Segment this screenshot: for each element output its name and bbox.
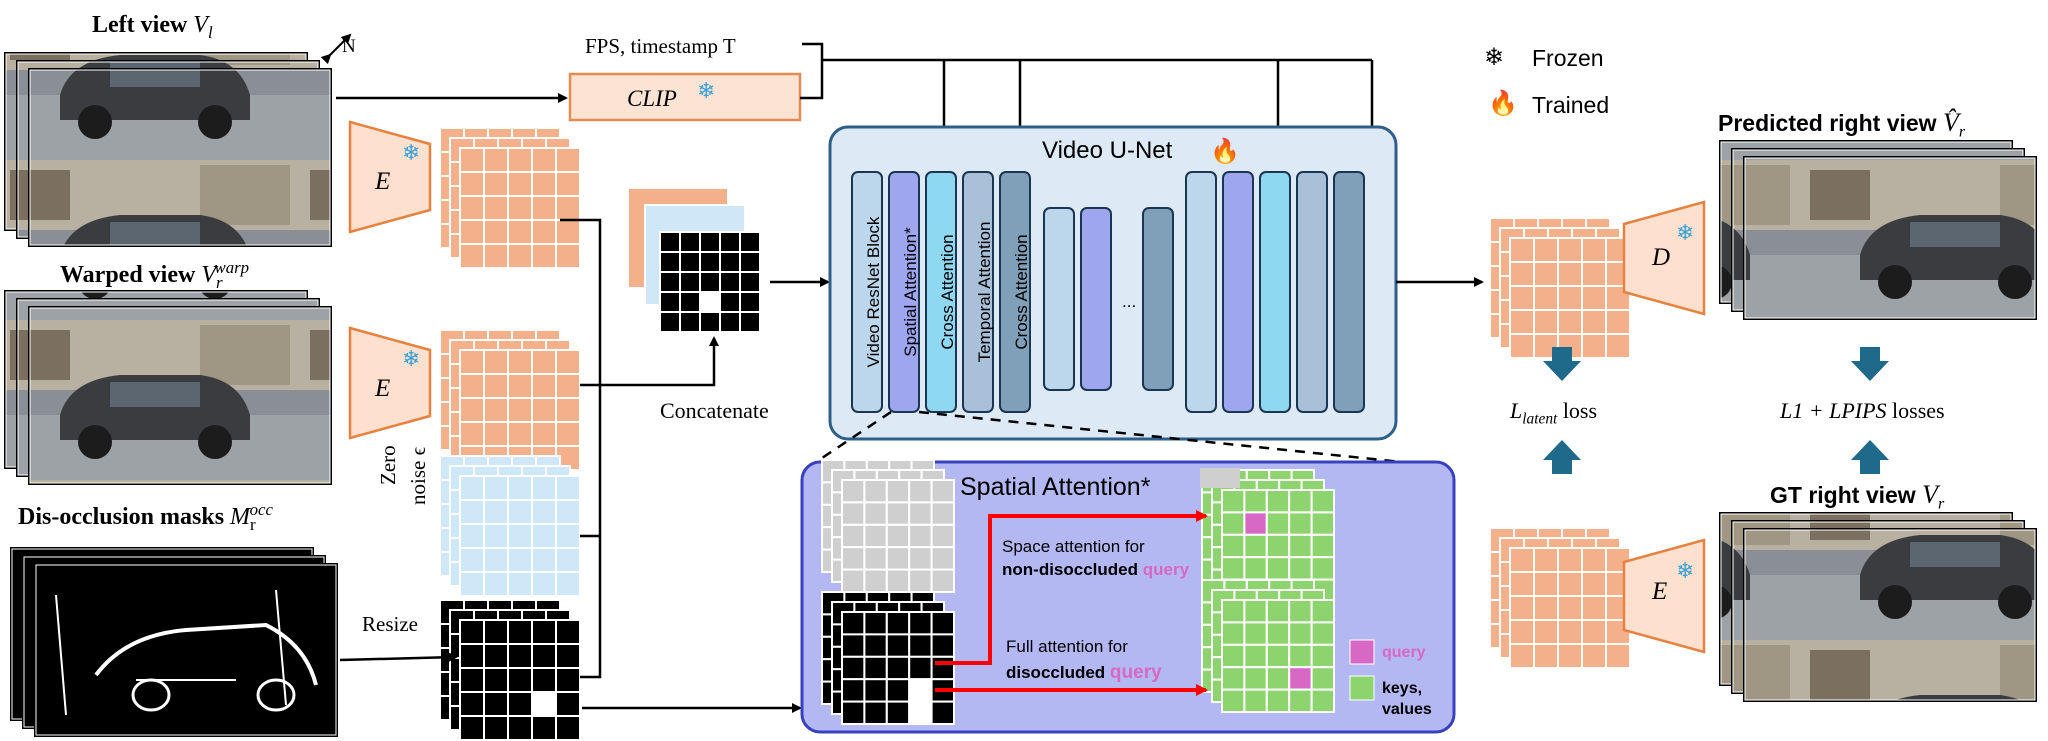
- unet-block-mid-1: [1043, 207, 1075, 391]
- snowflake-icon: ❄: [402, 141, 420, 166]
- encoder-e-1: E: [375, 168, 391, 195]
- unet-block-up-1: [1185, 171, 1217, 413]
- mask-photos: [10, 547, 338, 737]
- fire-icon: 🔥: [1488, 91, 1518, 117]
- snowflake-icon: ❄: [1676, 559, 1694, 584]
- full-attention-grid: [1201, 579, 1335, 713]
- unet-block-label-4: Temporal Attention: [975, 221, 994, 363]
- clip-bracket: [800, 42, 824, 100]
- mask-grid: [439, 599, 581, 741]
- resize-label: Resize: [362, 612, 418, 636]
- unet-block-up-4: [1296, 171, 1328, 413]
- arrow-resize: [339, 652, 458, 663]
- unet-block-temporal: [962, 171, 994, 413]
- decoder-d: D: [1652, 244, 1671, 271]
- unet-block-up-2: [1222, 171, 1254, 413]
- unet-block-up-3: [1259, 171, 1291, 413]
- snowflake-icon: ❄: [402, 347, 420, 372]
- space-attention-line2: non-disoccluded query: [1002, 560, 1190, 579]
- unet-fire-icon: 🔥: [1210, 139, 1240, 165]
- gt-latent-grid: [1489, 527, 1631, 669]
- predicted-latent-grid: [1489, 217, 1631, 359]
- warped-view-photos: [4, 290, 332, 485]
- noise-label-1: Zero: [376, 445, 400, 485]
- full-attention-line2: disoccluded query: [1006, 662, 1162, 683]
- clip-box: [568, 72, 802, 122]
- predicted-view-photos: [1719, 140, 2037, 320]
- space-grid-gray-corner: [1200, 468, 1240, 488]
- space-attention-grid: [1201, 469, 1335, 603]
- warped-view-label: Warped view Vrwarp: [60, 258, 250, 292]
- arrow-to-concat: [600, 336, 719, 387]
- left-view-photos: [4, 52, 332, 247]
- concat-mask-grid-top: [659, 231, 761, 333]
- unet-block-label-1: Video ResNet Block: [864, 216, 883, 368]
- spatial-gray-grid: [821, 459, 955, 593]
- noise-label-2: noise ϵ: [406, 446, 430, 505]
- unet-block-up-5: [1333, 171, 1365, 413]
- north-label: N: [342, 36, 356, 57]
- encoder-e-3: E: [1652, 578, 1668, 605]
- unet-ellipsis: ...: [1122, 292, 1137, 311]
- pixel-loss-label: L1 + LPIPS losses: [1780, 398, 1945, 423]
- loss-arrow-down-latent: [1543, 347, 1581, 381]
- clip-snowflake-icon: ❄: [697, 79, 715, 104]
- legend-kv-label-2: values: [1382, 701, 1432, 718]
- unet-block-mid-2: [1080, 207, 1112, 391]
- unet-block-resnet: [851, 171, 883, 413]
- encoder-2: ❄: [348, 326, 432, 440]
- predicted-label: Predicted right view V̂r: [1718, 108, 1966, 141]
- unet-block-cross-2: [999, 171, 1031, 413]
- unet-block-cross-1: [925, 171, 957, 413]
- encoder-e3-shape: ❄: [1622, 538, 1706, 654]
- north-arrow: [320, 33, 352, 65]
- legend-trained: Trained: [1532, 92, 1610, 118]
- spatial-mask-grid: [821, 591, 955, 725]
- legend-query-swatch: [1349, 639, 1375, 665]
- latent-loss-label: Llatent loss: [1510, 398, 1598, 428]
- loss-arrow-up-pixel: [1851, 440, 1889, 474]
- decoder-d-shape: ❄: [1622, 200, 1706, 316]
- zoom-line-right: [918, 410, 1441, 468]
- clip-condition-label: FPS, timestamp T: [585, 34, 736, 58]
- red-arrow-space: [935, 510, 1208, 665]
- snowflake-icon: ❄: [1676, 221, 1694, 246]
- unet-block-label-2: Spatial Attention*: [901, 227, 920, 357]
- concatenate-label: Concatenate: [660, 398, 769, 423]
- snowflake-icon: ❄: [1484, 45, 1505, 71]
- gt-view-photos: [1719, 512, 2037, 702]
- latent-grid-left: [439, 127, 581, 269]
- legend-frozen: Frozen: [1532, 45, 1604, 71]
- legend-query-label: query: [1382, 644, 1426, 661]
- zoom-line-left: [809, 410, 892, 468]
- loss-arrow-up-latent: [1543, 440, 1581, 474]
- gt-label: GT right view Vr: [1770, 480, 1945, 513]
- legend-kv-swatch: [1349, 675, 1375, 701]
- unet-title: Video U-Net: [1042, 137, 1173, 164]
- unet-block-spatial: [888, 171, 920, 413]
- legend-kv-label-1: keys,: [1382, 680, 1423, 697]
- noise-grid: [439, 455, 581, 597]
- left-view-label: Left view Vl: [92, 12, 213, 42]
- loss-arrow-down-pixel: [1851, 347, 1889, 381]
- masks-label: Dis-occlusion masks Mrocc: [18, 500, 273, 534]
- latent-grid-warped: [439, 329, 581, 471]
- unet-block-mid-3: [1142, 207, 1174, 391]
- space-attention-line1: Space attention for: [1002, 537, 1145, 556]
- unet-block-label-3: Cross Attention: [938, 234, 957, 350]
- encoder-1: ❄: [348, 120, 432, 234]
- collector-line: [560, 218, 602, 679]
- unet-block-label-5: Cross Attention: [1012, 234, 1031, 350]
- encoder-e-2: E: [375, 375, 391, 402]
- full-attention-line1: Full attention for: [1006, 637, 1128, 656]
- clip-label: CLIP: [627, 86, 677, 111]
- spatial-title: Spatial Attention*: [960, 473, 1151, 501]
